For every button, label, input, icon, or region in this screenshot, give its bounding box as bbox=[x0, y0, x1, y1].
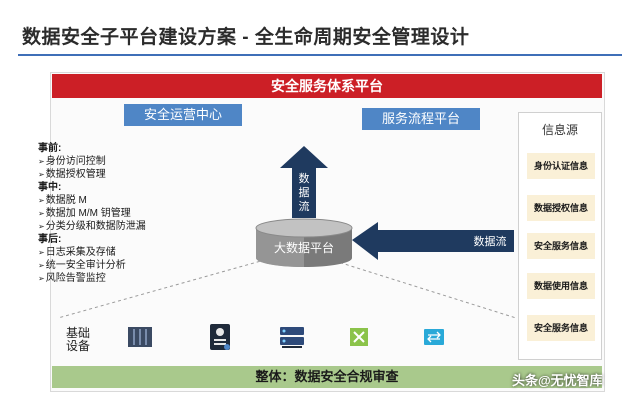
info-source-item: 身份认证信息 bbox=[527, 153, 595, 179]
big-data-platform-label: 大数据平台 bbox=[274, 240, 334, 255]
infrastructure-devices-label: 基础 设备 bbox=[66, 327, 90, 353]
after-heading: 事后: bbox=[38, 234, 62, 245]
security-ops-center-box: 安全运营中心 bbox=[124, 104, 242, 126]
during-item: 分类分级和数据防泄漏 bbox=[38, 220, 208, 233]
after-item: 日志采集及存储 bbox=[38, 246, 208, 259]
info-source-item: 安全服务信息 bbox=[527, 315, 595, 341]
data-flow-up-label-char-2: 据 bbox=[299, 185, 310, 199]
during-heading: 事中: bbox=[38, 182, 62, 193]
info-source-title: 信息源 bbox=[541, 123, 578, 137]
data-flow-up-arrow bbox=[280, 146, 328, 218]
devices-label-line1: 基础 bbox=[66, 326, 91, 340]
data-flow-in-label: 数据流 bbox=[474, 234, 507, 248]
info-source-item: 安全服务信息 bbox=[527, 233, 595, 259]
after-item: 统一安全审计分析 bbox=[38, 259, 208, 272]
before-item: 数据授权管理 bbox=[38, 168, 208, 181]
page-title: 数据安全子平台建设方案 - 全生命周期安全管理设计 bbox=[22, 27, 470, 48]
info-source-item: 数据使用信息 bbox=[527, 273, 595, 299]
title-divider bbox=[18, 54, 622, 56]
info-source-panel: 信息源 身份认证信息 数据授权信息 安全服务信息 数据使用信息 安全服务信息 bbox=[518, 112, 602, 360]
before-item: 身份访问控制 bbox=[38, 155, 208, 168]
devices-label-line2: 设备 bbox=[66, 339, 91, 353]
after-item: 风险告警监控 bbox=[38, 272, 208, 285]
before-heading: 事前: bbox=[38, 143, 62, 154]
rack-server-icon bbox=[280, 327, 304, 348]
network-switch-blue-icon bbox=[424, 329, 444, 345]
lifecycle-list: 事前: 身份访问控制 数据授权管理 事中: 数据脱 M 数据加 M/M 钥管理 … bbox=[38, 142, 208, 285]
info-source-item: 数据授权信息 bbox=[527, 195, 595, 221]
service-flow-platform-box: 服务流程平台 bbox=[362, 108, 480, 130]
big-data-platform-cylinder: 大数据平台 bbox=[255, 218, 353, 267]
data-flow-up-label-char-1: 数 bbox=[299, 172, 310, 185]
server-rack-icon bbox=[128, 327, 152, 347]
data-flow-up-label-char-3: 流 bbox=[299, 199, 310, 213]
network-switch-green-icon bbox=[350, 328, 368, 346]
watermark-text: 头条@无忧智库 bbox=[512, 373, 603, 388]
storage-server-icon bbox=[210, 324, 230, 350]
overall-compliance-review-bar: 整体：数据安全合规审查 bbox=[52, 366, 602, 388]
during-item: 数据加 M/M 钥管理 bbox=[38, 207, 208, 220]
security-service-platform-bar: 安全服务体系平台 bbox=[52, 74, 602, 98]
during-item: 数据脱 M bbox=[38, 194, 208, 207]
data-flow-in-arrow bbox=[352, 222, 514, 260]
